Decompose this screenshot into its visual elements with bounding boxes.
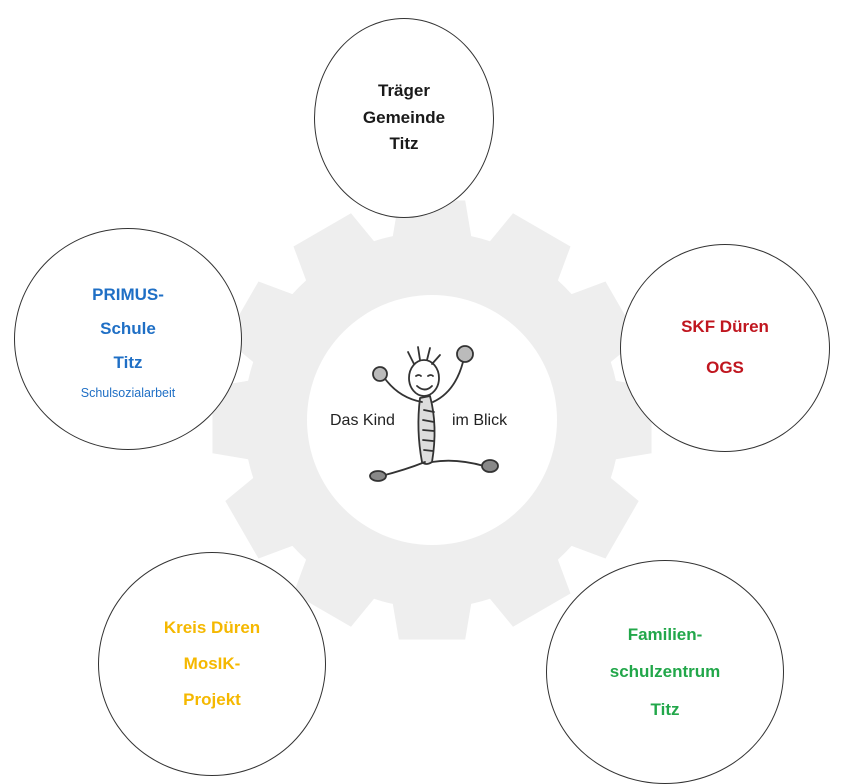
circle-skf-dueren: SKF Düren OGS — [620, 244, 830, 452]
circle-text-line: SKF Düren — [681, 317, 769, 337]
circle-text-line: Träger — [378, 81, 430, 101]
circle-primus-schule: PRIMUS- Schule Titz Schulsozialarbeit — [14, 228, 242, 450]
circle-kreis-dueren: Kreis Düren MosIK- Projekt — [98, 552, 326, 776]
circle-text-line: MosIK- — [183, 654, 241, 674]
circle-text-line: PRIMUS- — [92, 285, 164, 304]
circle-text-line: Titz — [113, 353, 143, 372]
center-label-left: Das Kind — [330, 412, 395, 429]
circle-text-line: Projekt — [183, 689, 241, 709]
circle-text-line: Titz — [650, 699, 680, 719]
circle-text-line: Familien- — [627, 624, 703, 644]
circle-text-line: OGS — [706, 358, 744, 377]
circle-familienschulzentrum: Familien- schulzentrum Titz — [546, 560, 784, 784]
center-label-right: im Blick — [452, 412, 508, 429]
circle-text-line: Kreis Düren — [163, 618, 261, 638]
circle-text-line: Titz — [389, 134, 419, 154]
circle-text-line: schulzentrum — [609, 662, 721, 682]
circle-traeger-gemeinde: Träger Gemeinde Titz — [314, 18, 494, 218]
circle-text-line: Schule — [100, 319, 156, 338]
circle-subtext: Schulsozialarbeit — [80, 386, 176, 400]
circle-text-line: Gemeinde — [362, 107, 446, 127]
child-figure-icon — [369, 345, 499, 482]
